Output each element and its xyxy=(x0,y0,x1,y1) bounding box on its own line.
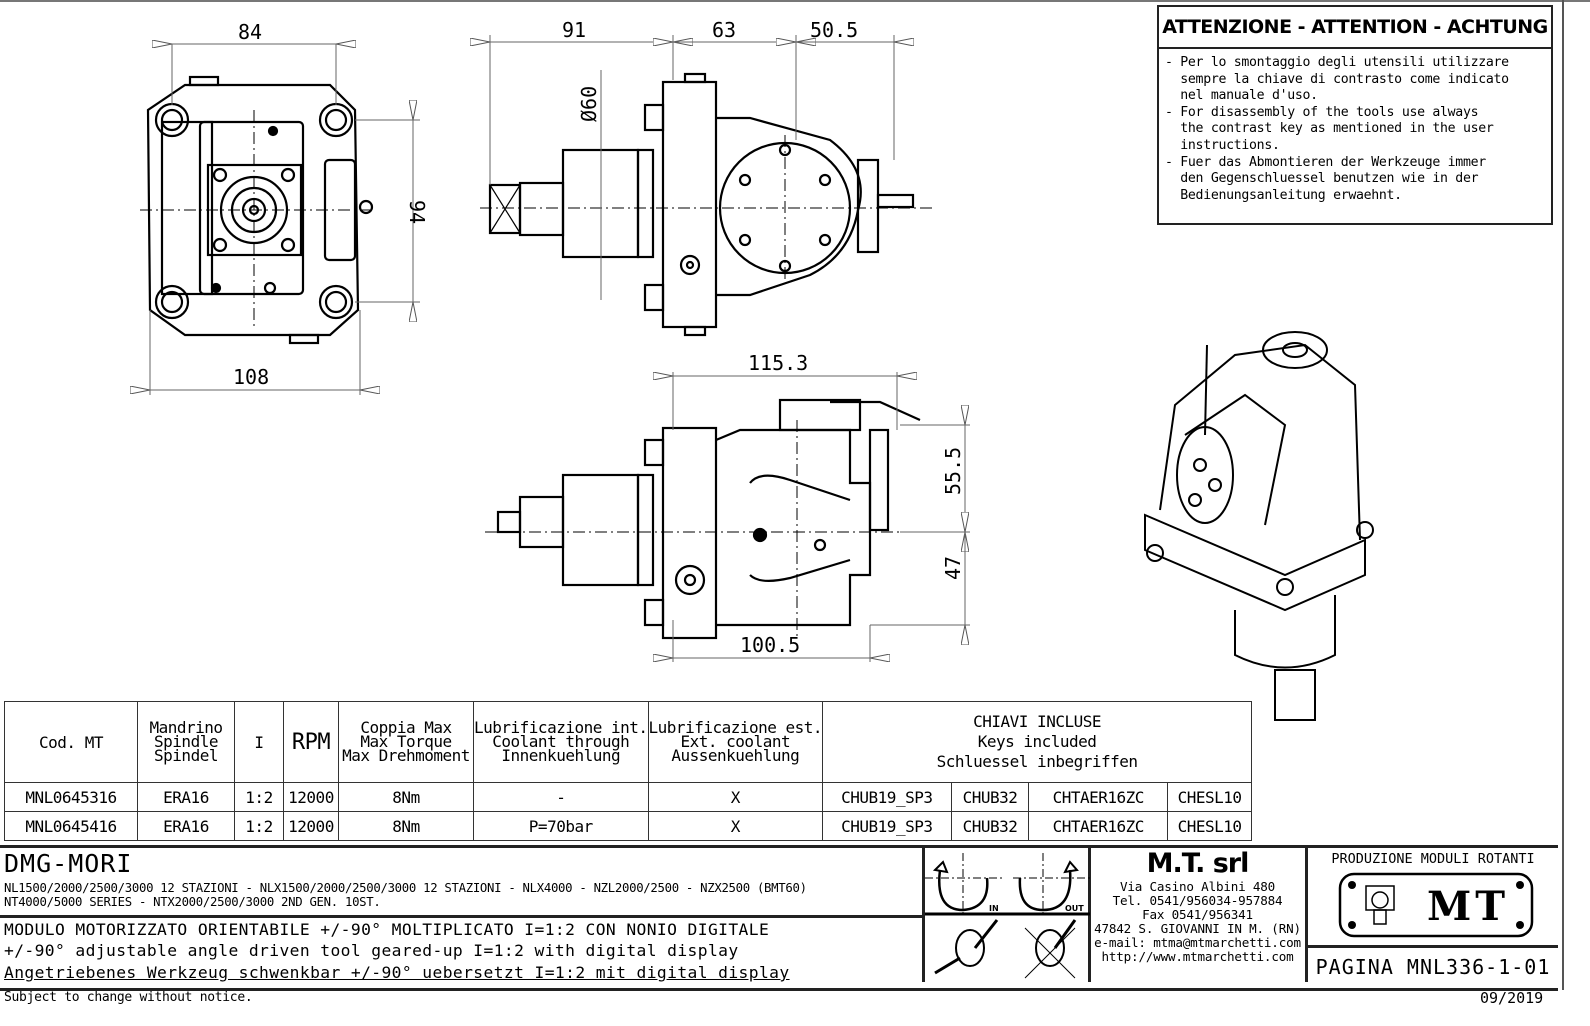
frame-border-top xyxy=(0,0,1590,2)
dim-side-len-3: 50.5 xyxy=(810,18,858,42)
dim-lower-height-bottom: 47 xyxy=(941,556,965,580)
header-rpm: RPM xyxy=(283,701,339,783)
cell-key2: CHUB32 xyxy=(950,811,1030,841)
dim-front-height: 94 xyxy=(405,200,429,224)
dim-side-len-2: 63 xyxy=(712,18,736,42)
label-out: OUT xyxy=(1065,904,1084,913)
dim-front-width-bottom: 108 xyxy=(233,365,269,389)
notice-text: Subject to change without notice. xyxy=(4,990,253,1005)
cell-key1: CHUB19_SP3 xyxy=(822,782,952,812)
cell-code: MNL0645416 xyxy=(4,811,138,841)
cell-ratio: 1:2 xyxy=(234,782,284,812)
cell-spindle: ERA16 xyxy=(137,811,235,841)
cell-spindle: ERA16 xyxy=(137,782,235,812)
description-en: +/-90° adjustable angle driven tool gear… xyxy=(4,941,739,960)
client-name: DMG-MORI xyxy=(4,849,133,878)
side-view xyxy=(488,72,915,337)
production-block: PRODUZIONE MODULI ROTANTI MT PAGINA MNL3… xyxy=(1308,848,1558,982)
attention-title: ATTENZIONE - ATTENTION - ACHTUNG xyxy=(1159,7,1551,49)
cell-coolant-int: - xyxy=(473,782,649,812)
cell-ratio: 1:2 xyxy=(234,811,284,841)
specs-table: Cod. MT Mandrino Spindle Spindel I RPM C… xyxy=(4,701,1253,841)
rotation-icons: IN OUT xyxy=(925,848,1090,982)
attention-box: ATTENZIONE - ATTENTION - ACHTUNG - Per l… xyxy=(1157,5,1553,225)
isometric-view xyxy=(1144,331,1374,721)
attention-body: - Per lo smontaggio degli utensili utili… xyxy=(1165,55,1509,203)
description-it: MODULO MOTORIZZATO ORIENTABILE +/-90° MO… xyxy=(4,920,770,939)
label-in: IN xyxy=(989,904,999,913)
cell-key2: CHUB32 xyxy=(950,782,1030,812)
date-text: 09/2019 xyxy=(1480,989,1544,1007)
cell-coolant-ext: X xyxy=(647,811,824,841)
cell-rpm: 12000 xyxy=(283,811,339,841)
wrench-crossed-icon xyxy=(1035,929,1065,967)
machine-list: NL1500/2000/2500/3000 12 STAZIONI - NLX1… xyxy=(4,881,807,909)
header-spindle: Mandrino Spindle Spindel xyxy=(137,701,235,783)
header-ratio: I xyxy=(234,701,284,783)
header-keys: CHIAVI INCLUSE Keys included Schluessel … xyxy=(822,701,1253,783)
rotate-in-icon xyxy=(938,869,989,912)
frame-border-right xyxy=(1562,0,1564,990)
company-info: M.T. srl Via Casino Albini 480 Tel. 0541… xyxy=(1090,848,1305,982)
cell-key4: CHESL10 xyxy=(1167,811,1253,841)
dim-diameter: Ø60 xyxy=(577,86,601,122)
dim-front-width-top: 84 xyxy=(238,20,262,44)
header-coolant-ext: Lubrificazione est. Ext. coolant Aussenk… xyxy=(647,701,824,783)
wrench-icon xyxy=(955,929,985,967)
table-row: MNL0645416 ERA16 1:2 12000 8Nm P=70bar X… xyxy=(4,811,1253,841)
dim-lower-len-top: 115.3 xyxy=(748,351,808,375)
production-title: PRODUZIONE MODULI ROTANTI xyxy=(1331,851,1535,867)
header-code: Cod. MT xyxy=(4,701,138,783)
divider xyxy=(1305,848,1308,982)
divider xyxy=(922,848,925,982)
cell-key1: CHUB19_SP3 xyxy=(822,811,952,841)
module-icon xyxy=(1365,885,1395,925)
company-address: Via Casino Albini 480 Tel. 0541/956034-9… xyxy=(1094,879,1301,964)
dim-side-len-1: 91 xyxy=(562,18,586,42)
cell-key3: CHTAER16ZC xyxy=(1028,782,1169,812)
cell-torque: 8Nm xyxy=(338,811,474,841)
header-torque: Coppia Max Max Torque Max Drehmoment xyxy=(338,701,474,783)
logo-text: MT xyxy=(1427,883,1509,930)
table-row: MNL0645316 ERA16 1:2 12000 8Nm - X CHUB1… xyxy=(4,782,1253,812)
cell-code: MNL0645316 xyxy=(4,782,138,812)
technical-drawing: 84 108 94 91 63 50.5 Ø60 115.3 100.5 55.… xyxy=(0,18,970,662)
rotate-out-icon xyxy=(1018,869,1072,912)
cell-key4: CHESL10 xyxy=(1167,782,1253,812)
description-de: Angetriebenes Werkzeug schwenkbar +/-90°… xyxy=(4,963,790,982)
cell-coolant-int: P=70bar xyxy=(473,811,649,841)
company-name: M.T. srl xyxy=(1146,848,1250,879)
header-coolant-int: Lubrificazione int. Coolant through Inne… xyxy=(473,701,649,783)
cell-rpm: 12000 xyxy=(283,782,339,812)
cell-coolant-ext: X xyxy=(647,782,824,812)
dim-lower-len-bottom: 100.5 xyxy=(740,633,800,657)
page-number: PAGINA MNL336-1-01 xyxy=(1308,945,1558,985)
mt-logo: MT xyxy=(1338,872,1534,938)
title-block xyxy=(0,845,1558,991)
cell-key3: CHTAER16ZC xyxy=(1028,811,1169,841)
lower-view xyxy=(496,398,921,640)
dim-lower-height-top: 55.5 xyxy=(941,447,965,495)
table-header-row: Cod. MT Mandrino Spindle Spindel I RPM C… xyxy=(4,701,1253,783)
cell-torque: 8Nm xyxy=(338,782,474,812)
description-block: MODULO MOTORIZZATO ORIENTABILE +/-90° MO… xyxy=(0,915,922,986)
